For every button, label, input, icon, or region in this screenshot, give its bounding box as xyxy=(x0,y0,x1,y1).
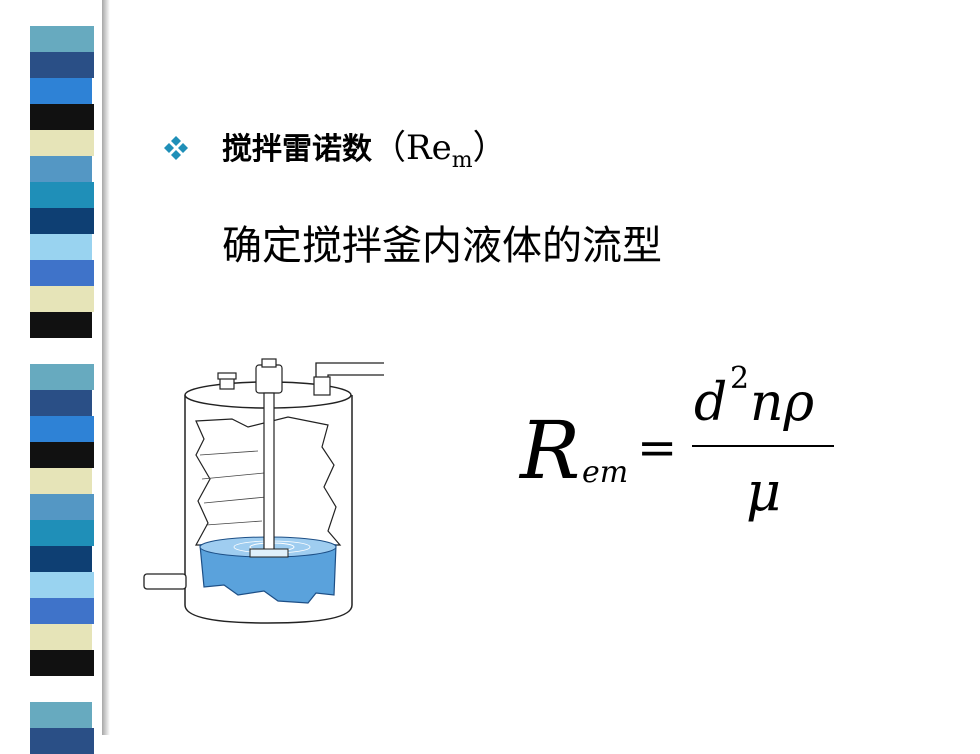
formula-lhs-subscript: em xyxy=(582,455,628,490)
stripe-band xyxy=(30,78,92,104)
stripe-band xyxy=(30,364,94,390)
stripe-band xyxy=(30,104,94,130)
stirred-tank-illustration xyxy=(143,358,384,624)
slide-heading: 搅拌雷诺数（Rem） xyxy=(222,118,507,191)
stripe-band xyxy=(30,234,92,260)
heading-text: 搅拌雷诺数 xyxy=(222,132,372,167)
stripe-band xyxy=(30,624,92,650)
stripe-shadow xyxy=(102,0,110,735)
diamond-bullet-icon xyxy=(164,136,188,160)
formula-lhs: R xyxy=(518,404,580,497)
formula-numerator-rest: nρ xyxy=(750,373,814,433)
stripe-band xyxy=(30,312,92,338)
heading-paren-close: ） xyxy=(472,128,507,168)
reynolds-number-formula: R em = d 2 nρ μ xyxy=(518,361,834,523)
stripe-band xyxy=(30,390,92,416)
stripe-band xyxy=(30,676,94,702)
stripe-band xyxy=(30,26,94,52)
heading-symbol: Re xyxy=(406,128,452,168)
stripe-band xyxy=(30,650,94,676)
stripe-band xyxy=(30,520,94,546)
formula-numerator-exponent: 2 xyxy=(730,361,749,396)
stripe-band xyxy=(30,728,94,754)
decorative-stripe-bar xyxy=(30,0,110,754)
stripe-band xyxy=(30,598,94,624)
stripe-band xyxy=(30,208,94,234)
stripe-band xyxy=(30,130,94,156)
stripe-band xyxy=(30,468,92,494)
slide-subtext: 确定搅拌釜内液体的流型 xyxy=(222,223,662,269)
stripe-band xyxy=(30,0,92,26)
stripe-band xyxy=(30,338,94,364)
formula-numerator-d: d xyxy=(694,373,727,433)
stripe-band xyxy=(30,260,94,286)
stripe-band xyxy=(30,572,94,598)
stripe-band xyxy=(30,182,94,208)
stripe-band xyxy=(30,416,94,442)
formula-denominator: μ xyxy=(746,460,781,523)
formula-equals: = xyxy=(637,420,677,476)
stripe-band xyxy=(30,702,92,728)
stripe-band xyxy=(30,156,92,182)
stripe-band xyxy=(30,52,94,78)
stripe-band xyxy=(30,442,94,468)
heading-subscript: m xyxy=(451,148,473,173)
stripe-band xyxy=(30,546,92,572)
stripe-band xyxy=(30,286,94,312)
stripe-band xyxy=(30,494,94,520)
heading-paren-open: （ xyxy=(372,128,406,168)
